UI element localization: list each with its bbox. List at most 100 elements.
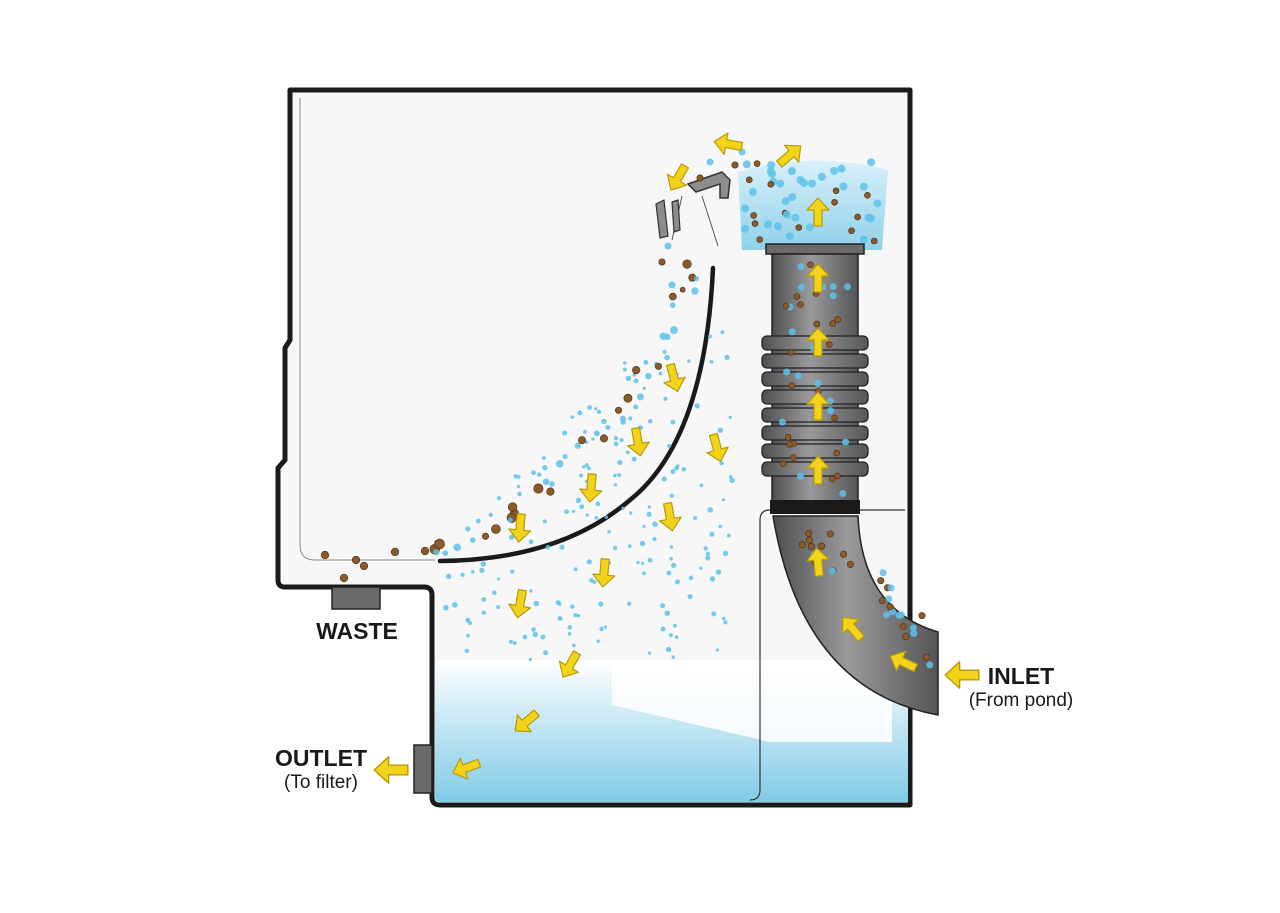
debris-particle-icon [783,303,789,309]
air-bubble-icon [617,473,621,477]
air-bubble-icon [634,378,639,383]
air-bubble-icon [567,625,572,630]
air-bubble-icon [699,567,702,570]
air-bubble-icon [497,577,500,580]
air-bubble-icon [643,360,648,365]
air-bubble-icon [542,456,546,460]
debris-particle-icon [834,450,840,456]
flow-arrow-icon [945,662,979,688]
debris-particle-icon [818,543,824,549]
air-bubble-icon [591,437,594,440]
air-bubble-icon [839,490,846,497]
air-bubble-icon [788,167,796,175]
air-bubble-icon [517,492,521,496]
air-bubble-icon [531,470,536,475]
air-bubble-icon [640,541,645,546]
air-bubble-icon [594,407,597,410]
debris-particle-icon [840,551,846,557]
air-bubble-icon [741,225,749,233]
air-bubble-icon [709,532,714,537]
air-bubble-icon [599,627,603,631]
air-bubble-icon [452,602,458,608]
air-bubble-icon [776,180,784,188]
debris-particle-icon [547,488,555,496]
air-bubble-icon [598,602,603,607]
debris-particle-icon [615,407,621,413]
air-bubble-icon [693,516,697,520]
air-bubble-icon [798,284,805,291]
debris-particle-icon [798,302,804,308]
air-bubble-icon [749,188,757,196]
debris-particle-icon [754,161,760,167]
debris-particle-icon [600,435,607,442]
debris-particle-icon [900,623,906,629]
air-bubble-icon [642,571,646,575]
air-bubble-icon [614,483,618,487]
air-bubble-icon [711,611,716,616]
debris-particle-icon [578,437,585,444]
air-bubble-icon [572,644,576,648]
air-bubble-icon [596,502,601,507]
debris-particle-icon [746,177,752,183]
air-bubble-icon [470,537,476,543]
air-bubble-icon [648,419,653,424]
air-bubble-icon [596,640,599,643]
air-bubble-icon [636,561,639,564]
air-bubble-icon [786,232,794,240]
debris-particle-icon [871,238,877,244]
debris-particle-icon [435,539,445,549]
debris-particle-icon [832,415,838,421]
air-bubble-icon [700,483,704,487]
air-bubble-icon [587,405,592,410]
air-bubble-icon [727,534,731,538]
air-bubble-icon [704,546,708,550]
debris-particle-icon [794,294,800,300]
air-bubble-icon [623,361,626,364]
debris-particle-icon [534,484,543,493]
air-bubble-icon [481,597,486,602]
air-bubble-icon [688,594,693,599]
outlet-sublabel: (To filter) [284,772,358,793]
air-bubble-icon [663,397,667,401]
debris-particle-icon [827,531,833,537]
air-bubble-icon [671,563,676,568]
air-bubble-icon [716,569,721,574]
air-bubble-icon [468,621,472,625]
air-bubble-icon [642,525,645,528]
air-bubble-icon [620,438,624,442]
waste-port [332,587,380,609]
air-bubble-icon [621,507,624,510]
air-bubble-icon [558,616,563,621]
air-bubble-icon [537,472,541,476]
air-bubble-icon [476,519,481,524]
air-bubble-icon [509,640,513,644]
air-bubble-icon [613,546,617,550]
debris-particle-icon [752,221,758,227]
air-bubble-icon [466,634,470,638]
air-bubble-icon [643,387,646,390]
air-bubble-icon [659,372,663,376]
debris-particle-icon [482,533,488,539]
air-bubble-icon [601,419,607,425]
debris-particle-icon [680,287,685,292]
air-bubble-icon [556,460,564,468]
air-bubble-icon [660,603,665,608]
debris-particle-icon [796,225,802,231]
corrugation-rib [762,426,868,440]
air-bubble-icon [626,376,631,381]
air-bubble-icon [604,625,607,628]
air-bubble-icon [669,557,673,561]
air-bubble-icon [628,416,632,420]
debris-particle-icon [352,556,360,564]
air-bubble-icon [730,478,735,483]
debris-particle-icon [655,363,661,369]
air-bubble-icon [579,504,584,509]
air-bubble-icon [827,407,834,414]
air-bubble-icon [645,373,651,379]
air-bubble-icon [720,330,724,334]
air-bubble-icon [694,276,699,281]
air-bubble-icon [510,570,514,574]
air-bubble-icon [594,430,600,436]
air-bubble-icon [860,183,868,191]
air-bubble-icon [533,632,538,637]
